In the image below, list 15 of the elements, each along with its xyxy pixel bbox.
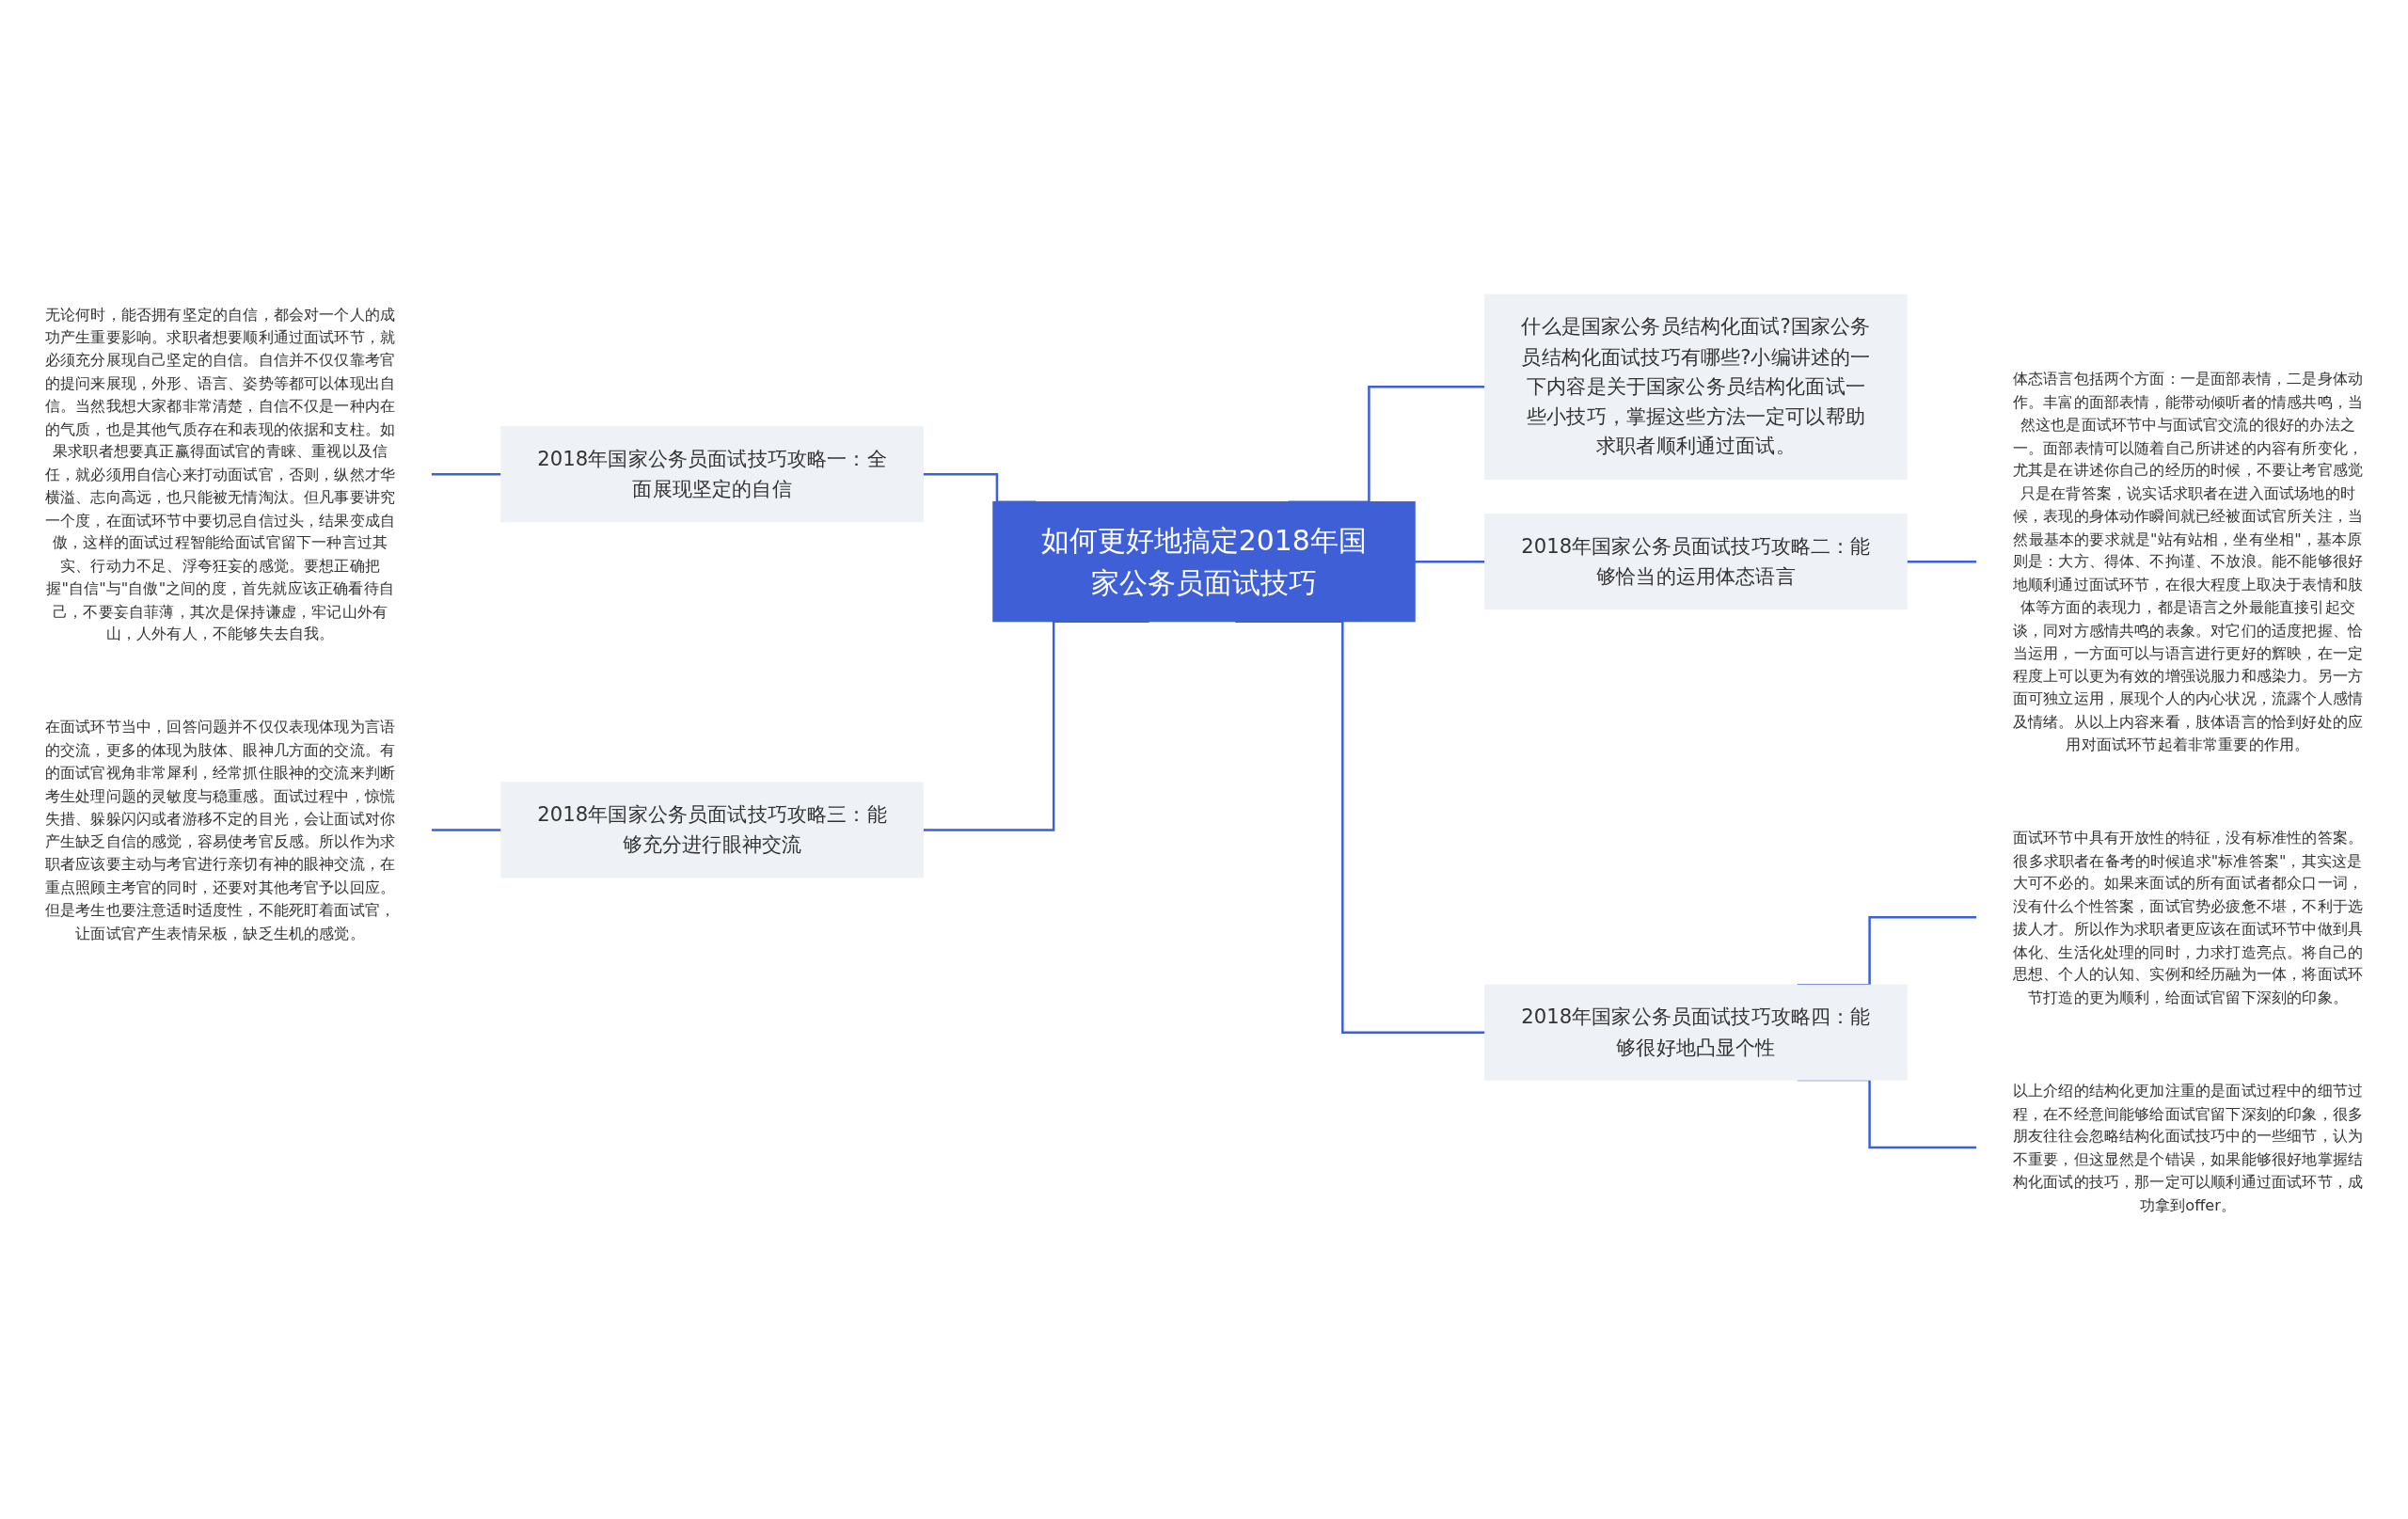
node-text: 面试环节中具有开放性的特征，没有标准性的答案。很多求职者在备考的时候追求"标准答案"，其实这是大可不必的。如果来面试的所有面试者都众口一词，没有什么个性答案，面试官势必疲惫不堪，不利于选拔人才。所以作为求职者更应该在面试环节中做到具体化、生活化处理的同时，力求打造亮点。将自己的思想、个人的认知、实例和经历融为一体，将面试环节打造的更为顺利，给面试官留下深刻的印象。 (2012, 828, 2364, 1006)
node-text: 无论何时，能否拥有坚定的自信，都会对一个人的成功产生重要影响。求职者想要顺利通过面试环节，就必须充分展现自己坚定的自信。自信并不仅仅靠考官的提问来展现，外形、语言、姿势等都可以体现出自信。当然我想大家都非常清楚，自信不仅是一种内在的气质，也是其他气质存在和表现的依据和支柱。如果求职者想要真正赢得面试官的青睐、重视以及信任，就必须用自信心来打动面试官，否则，纵然才华横溢、志向高远，也只能被无情淘汰。但凡事要讲究一个度，在面试环节中要切忌自信过头，结果变成自傲，这样的面试过程智能给面试官留下一种言过其实、行动力不足、浮夸狂妄的感觉。要想正确把握"自信"与"自傲"之间的度，首先就应该正确看待自己，不要妄自菲薄，其次是保持谦虚，牢记山外有山，人外有人，不能够失去自我。 (44, 305, 396, 643)
node-text: 体态语言包括两个方面：一是面部表情，二是身体动作。丰富的面部表情，能带动倾听者的情感共鸣，当然这也是面试环节中与面试官交流的很好的办法之一。面部表情可以随着自己所讲述的内容有所变化，尤其是在讲述你自己的经历的时候，不要让考官感觉只是在背答案，说实话求职者在进入面试场地的时候，表现的身体动作瞬间就已经被面试官所关注，当然最基本的要求就是"站有站相，坐有坐相"，基本原则是：大方、得体、不拘谨、不放浪。能不能够很好地顺利通过面试环节，在很大程度上取决于表情和肢体等方面的表现力，都是语言之外最能直接引起交谈，同对方感情共鸣的表象。对它们的适度把握、恰当运用，一方面可以与语言进行更好的辉映，在一定程度上可以更为有效的增强说服力和感染力。另一方面可独立运用，展现个人的内心状况，流露个人感情及情绪。从以上内容来看，肢体语言的恰到好处的应用对面试环节起着非常重要的作用。 (2012, 370, 2364, 753)
node-box: 2018年国家公务员面试技巧攻略一：全面展现坚定的自信 (500, 426, 924, 523)
connector (1415, 560, 1485, 563)
connector (431, 829, 501, 831)
node-box: 2018年国家公务员面试技巧攻略三：能够充分进行眼神交流 (500, 782, 924, 878)
connector (431, 473, 501, 476)
node-box: 如何更好地搞定2018年国家公务员面试技巧 (992, 501, 1416, 623)
node-text: 以上介绍的结构化更加注重的是面试过程中的细节过程，在不经意间能够给面试官留下深刻的印象，很多朋友往往会忽略结构化面试技巧中的一些细节，认为不重要，但这显然是个错误，如果能够很好地掌握结构化面试的技巧，那一定可以顺利通过面试环节，成功拿到offer。 (2012, 1081, 2364, 1213)
node-box: 2018年国家公务员面试技巧攻略四：能够很好地凸显个性 (1484, 984, 1908, 1081)
node-text: 在面试环节当中，回答问题并不仅仅表现体现为言语的交流，更多的体现为肢体、眼神几方面的交流。有的面试官视角非常犀利，经常抓住眼神的交流来判断考生处理问题的灵敏度与稳重感。面试过程中，惊慌失措、躲躲闪闪或者游移不定的目光，会让面试对你产生缺乏自信的感觉，容易使考官反感。所以作为求职者应该要主动与考官进行亲切有神的眼神交流，在重点照顾主考官的同时，还要对其他考官予以回应。但是考生也要注意适时适度性，不能死盯着面试官，让面试官产生表情呆板，缺乏生机的感觉。 (44, 718, 396, 941)
node-box: 2018年国家公务员面试技巧攻略二：能够恰当的运用体态语言 (1484, 514, 1908, 610)
node-box: 什么是国家公务员结构化面试?国家公务员结构化面试技巧有哪些?小编讲述的一下内容是关于国家公务员结构化面试一些小技巧，掌握这些方法一定可以帮助求职者顺利通过面试。 (1484, 293, 1908, 480)
connector (1907, 560, 1977, 563)
